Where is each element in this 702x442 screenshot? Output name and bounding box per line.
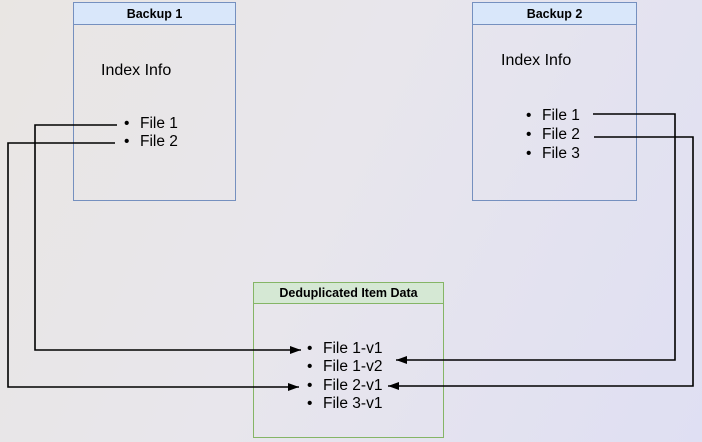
backup2-file-item: File 1 (526, 106, 580, 125)
backup2-index-info-label: Index Info (501, 52, 572, 69)
backup2-node: Backup 2 Index Info File 1 File 2 File 3 (472, 2, 637, 201)
backup2-title: Backup 2 (473, 3, 636, 25)
file-label: File 1-v2 (323, 358, 383, 376)
file-label: File 2-v1 (323, 376, 383, 394)
backup1-file-item: File 2 (124, 133, 178, 151)
file-label: File 1-v1 (323, 340, 383, 357)
file-label: File 1 (542, 107, 580, 124)
backup1-file-list: File 1 File 2 (124, 115, 178, 151)
backup2-file-item: File 3 (526, 144, 580, 163)
file-label: File 3-v1 (323, 395, 383, 413)
dedup-file-item: File 2-v1 (307, 376, 383, 396)
deduplicated-item-data-node: Deduplicated Item Data File 1-v1 File 1-… (253, 282, 444, 438)
backup1-node: Backup 1 Index Info File 1 File 2 (73, 2, 236, 201)
file-label: File 3 (542, 145, 580, 162)
backup2-file-item: File 2 (526, 125, 580, 144)
backup2-file-list: File 1 File 2 File 3 (526, 106, 580, 163)
file-label: File 1 (140, 115, 178, 132)
backup1-file-item: File 1 (124, 115, 178, 133)
backup1-title: Backup 1 (74, 3, 235, 25)
dedup-file-list: File 1-v1 File 1-v2 File 2-v1 File 3-v1 (307, 340, 382, 414)
dedup-file-item: File 1-v1 (307, 340, 383, 359)
backup1-index-info-label: Index Info (101, 62, 172, 79)
dedup-file-item: File 3-v1 (307, 395, 383, 414)
dedup-file-item: File 1-v2 (307, 358, 383, 377)
file-label: File 2 (140, 133, 178, 150)
dedup-title: Deduplicated Item Data (254, 283, 443, 304)
file-label: File 2 (542, 126, 580, 143)
